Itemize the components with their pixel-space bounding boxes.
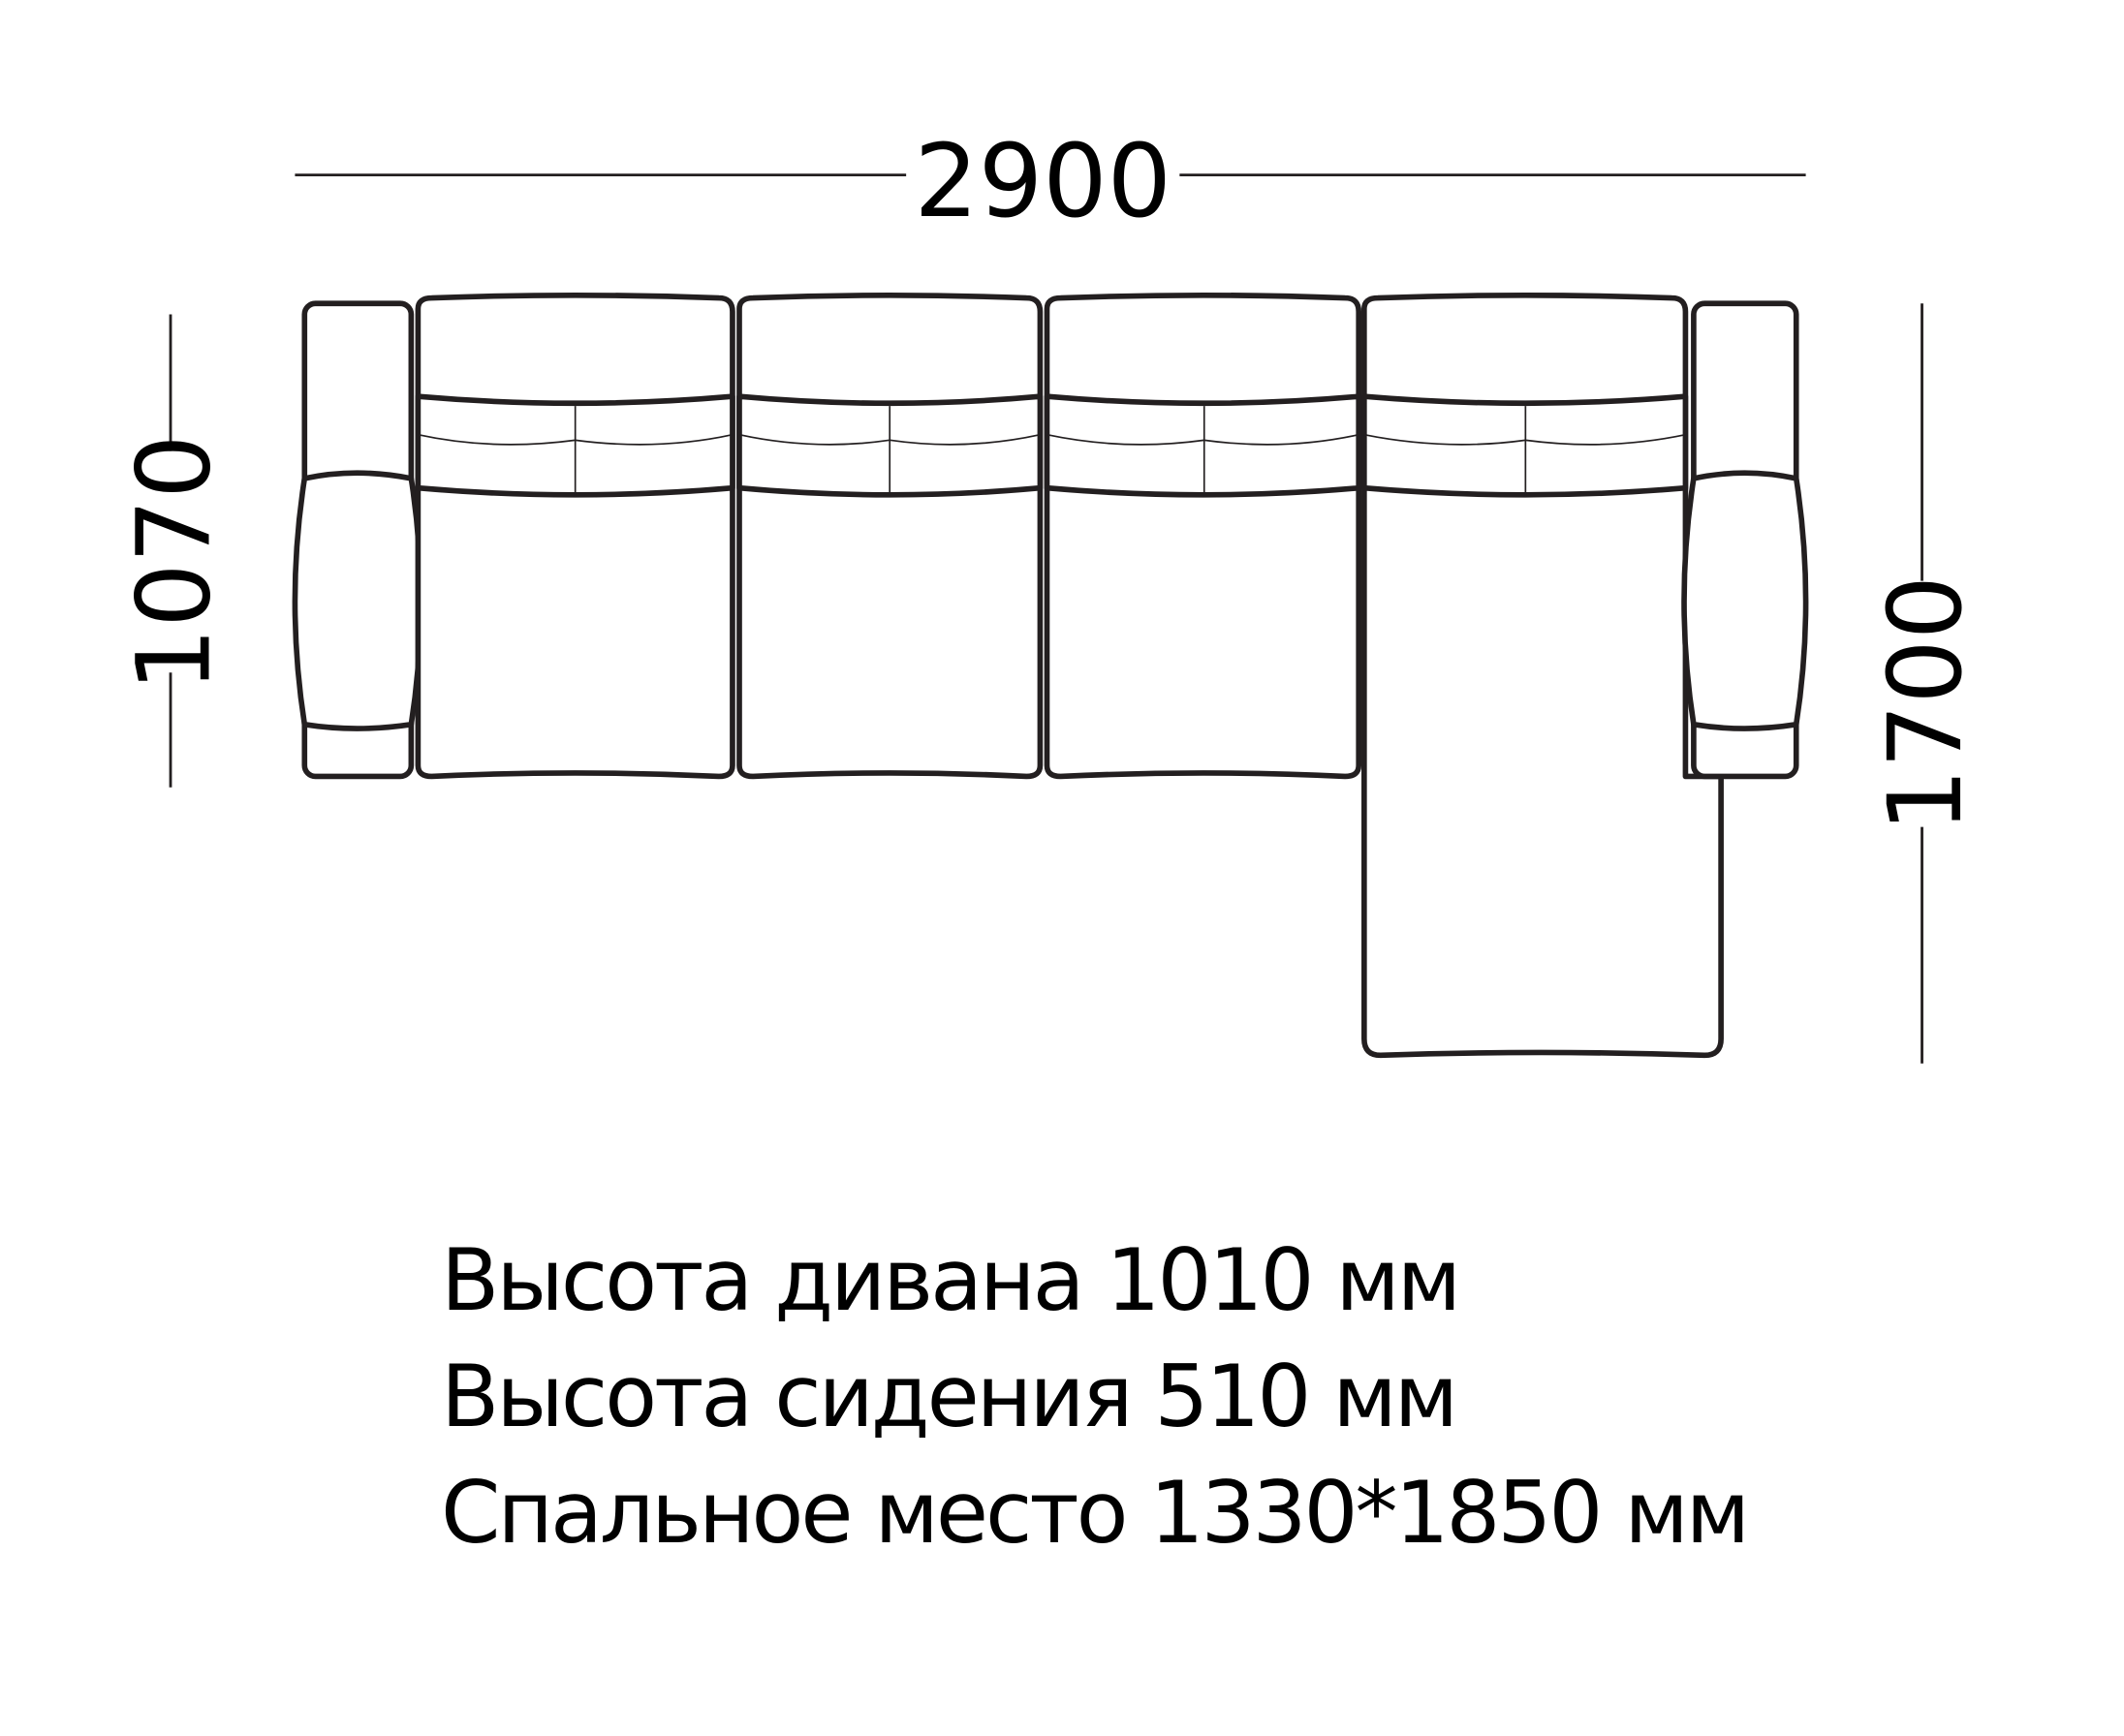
right-armrest [1681,300,1809,780]
specifications: Высота дивана 1010 мм Высота сидения 510… [441,1223,1750,1571]
chaise-module [1361,292,1724,1059]
left-depth-dim-label: 1070 [115,434,234,692]
seat-module-3 [1044,292,1362,780]
width-dim-label: 2900 [914,122,1171,240]
seat-height-spec: Высота сидения 510 мм [441,1347,1458,1446]
sofa-height-spec: Высота дивана 1010 мм [441,1230,1461,1330]
seat-module-1 [415,292,735,780]
sleeping-area-spec: Спальное место 1330*1850 мм [441,1463,1750,1563]
right-depth-dim-label: 1700 [1866,575,1984,833]
seat-module-2 [736,292,1044,780]
left-armrest [292,300,424,780]
